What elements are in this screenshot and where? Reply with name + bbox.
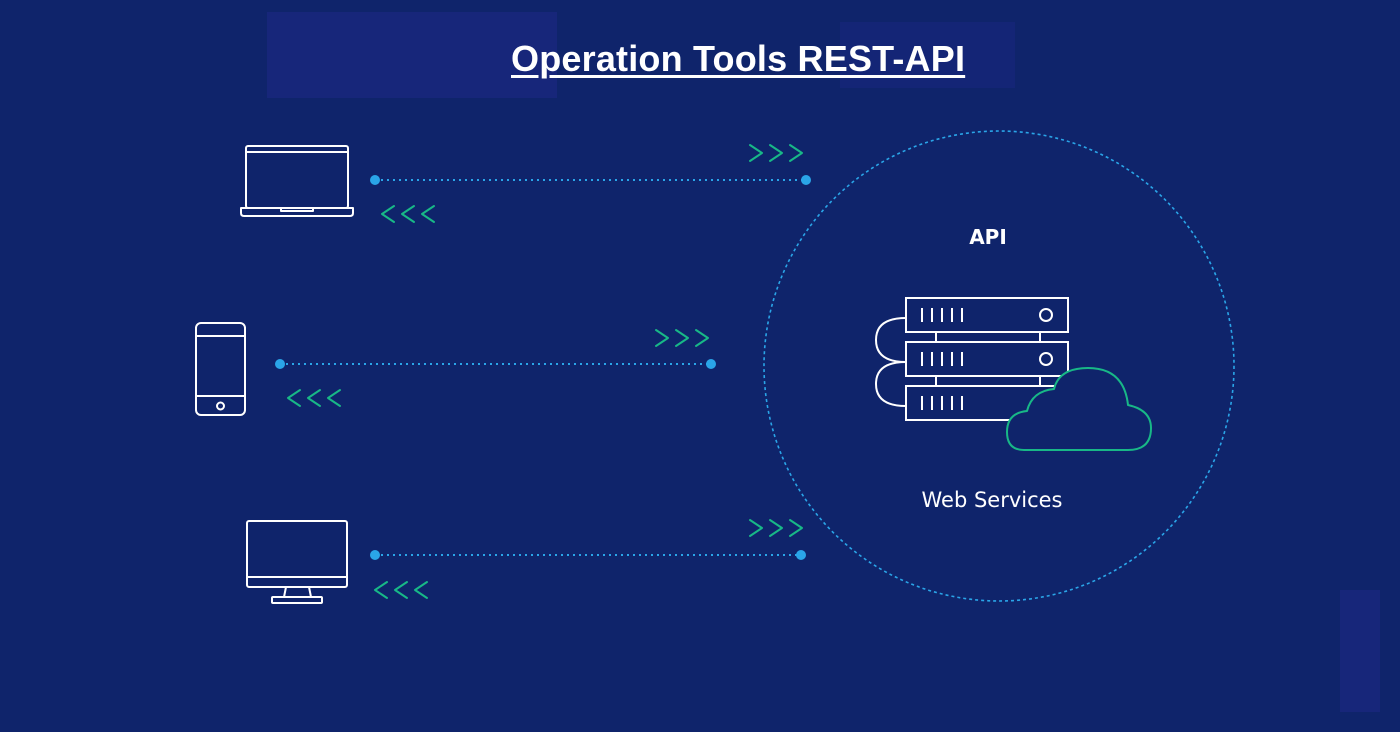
connector-phone [275,359,716,369]
request-arrows-phone [655,329,709,347]
request-arrows-desktop [749,519,803,537]
background-patch-right [1340,590,1380,712]
background-patch-top [267,12,557,98]
smartphone-icon [195,322,246,416]
laptop-icon [240,145,354,217]
response-arrows-phone [287,389,341,407]
web-services-label: Web Services [921,488,1062,512]
connector-desktop [370,550,806,560]
background-patch-top-right [840,22,1015,88]
page-title: Operation Tools REST-API [511,38,966,79]
request-arrows-laptop [749,144,803,162]
cloud-icon [1006,367,1152,451]
web-services-boundary [763,130,1235,602]
api-label: API [969,225,1007,249]
response-arrows-desktop [374,581,428,599]
desktop-monitor-icon [246,520,348,604]
connector-laptop [370,175,811,185]
response-arrows-laptop [381,205,435,223]
